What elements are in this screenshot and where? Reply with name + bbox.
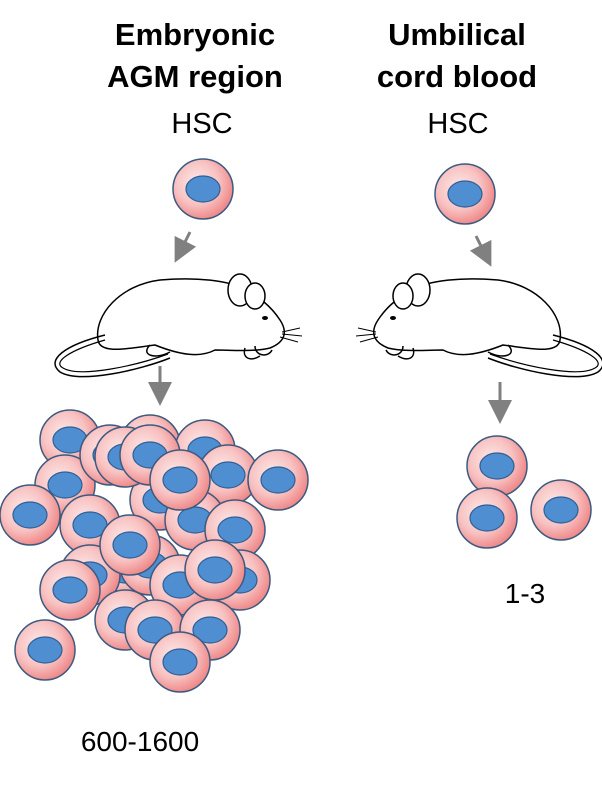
- right-hsc-label: HSC: [427, 108, 489, 140]
- right-title: Umbilical cord blood: [352, 14, 562, 98]
- left-hsc-label: HSC: [171, 108, 233, 140]
- mouse-icon: [355, 273, 602, 378]
- left-title-line1: Embryonic: [114, 17, 276, 52]
- right-title-line1: Umbilical: [388, 17, 526, 52]
- left-title: Embryonic AGM region: [90, 14, 300, 98]
- down-arrow-icon: [174, 231, 197, 263]
- left-title-line2: AGM region: [107, 59, 283, 94]
- mouse-icon: [54, 273, 303, 378]
- hsc-cell-icon: [434, 163, 496, 225]
- hsc-cell-icon: [172, 158, 234, 220]
- hsc-cell-cluster-large: [0, 409, 309, 693]
- right-title-line2: cord blood: [376, 59, 538, 94]
- left-count-label: 600-1600: [80, 726, 200, 757]
- down-arrow-icon: [469, 235, 492, 267]
- hsc-cell-cluster-small: [456, 435, 592, 549]
- right-count-label: 1-3: [504, 578, 546, 609]
